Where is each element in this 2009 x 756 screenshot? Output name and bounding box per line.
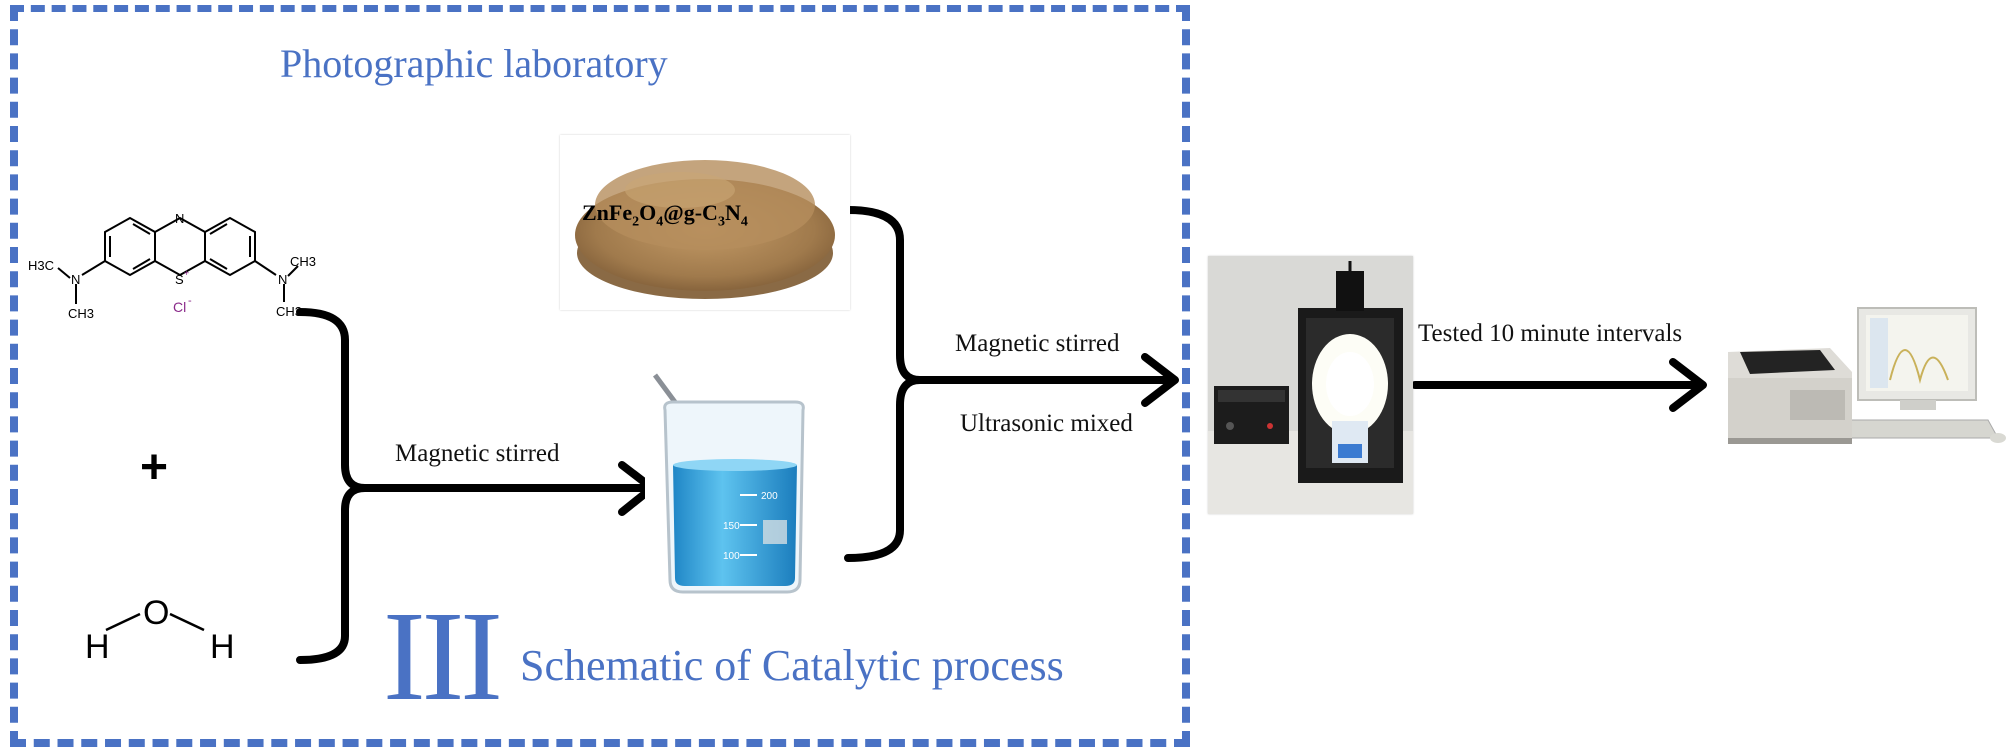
ring-nitrogen-label: N [175,211,184,226]
beaker-solution-image: 200 150 100 [645,370,825,600]
ultrasonic-mixed-label: Ultrasonic mixed [960,410,1133,437]
reactants-bracket [296,308,369,664]
methylene-blue-structure: N S + H3C N CH3 N CH3 CH3 Cl - [28,211,316,321]
roman-numeral-label: III [383,585,503,727]
right-upper-methyl-label: CH3 [290,254,316,269]
photographic-laboratory-frame [10,5,1190,747]
left-methyl-label: H3C [28,258,54,273]
beaker-mark-150: 150 [723,521,740,532]
left-lower-methyl-label: CH3 [68,306,94,321]
chloride-ion-label: Cl [173,299,186,315]
tested-interval-label: Tested 10 minute intervals [1418,320,1683,347]
catalyst-formula-label: ZnFe2O4@g-C3N4 [582,200,748,230]
plus-sign: + [140,441,169,494]
water-oxygen: O [143,594,169,632]
ring-sulfur-label: S [175,272,184,287]
water-hydrogen-right: H [210,628,235,666]
beaker-mark-200: 200 [761,491,778,502]
left-amine-nitrogen-label: N [71,272,80,287]
photoreactor-image [1208,256,1413,514]
frame-caption: Schematic of Catalytic process [520,641,1064,690]
sulfur-charge-label: + [184,268,189,278]
water-hydrogen-left: H [85,628,110,666]
spectrophotometer-image [1720,300,2006,460]
magnetic-stirred-label-2: Magnetic stirred [955,330,1120,357]
mix-arrow-head [1141,353,1179,407]
beaker-mark-100: 100 [723,551,740,562]
frame-title: Photographic laboratory [280,41,668,86]
chloride-charge-label: - [188,295,192,307]
mix-bracket [844,206,924,562]
water-molecule: H O H [85,594,235,666]
right-amine-nitrogen-label: N [278,272,287,287]
test-arrow-head [1669,358,1707,412]
right-lower-methyl-label: CH3 [276,304,302,319]
magnetic-stirred-label-1: Magnetic stirred [395,440,560,467]
catalyst-powder-dish-image [560,135,850,310]
